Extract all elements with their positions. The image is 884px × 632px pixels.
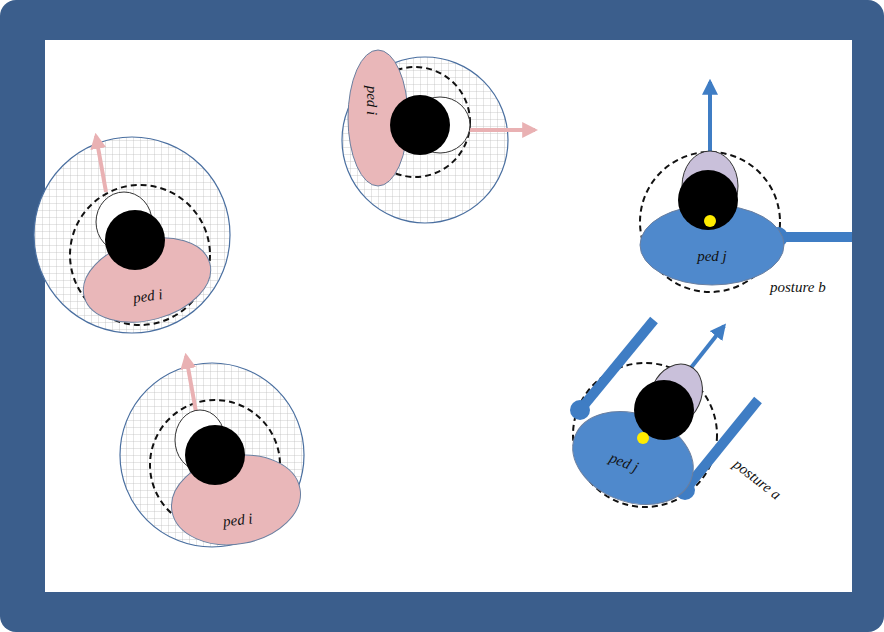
pedestrian-body: ped i (171, 456, 301, 544)
pedestrian-body: ped i (82, 240, 212, 320)
head (390, 95, 450, 155)
pedestrian-body: ped j (571, 414, 695, 502)
head (105, 210, 165, 270)
head (637, 432, 649, 444)
floor (45, 40, 852, 592)
direction-arrow (96, 136, 106, 192)
pedestrian-label: ped j (697, 249, 727, 264)
hand-dot (570, 400, 590, 420)
arm-bar (778, 232, 852, 242)
pedestrian-label: ped i (223, 511, 254, 529)
body-ellipse (348, 50, 408, 186)
head (185, 425, 245, 485)
head (704, 215, 716, 227)
body-ellipse (171, 456, 301, 544)
head (678, 170, 738, 230)
body-ellipse (640, 205, 784, 285)
pedestrian-label: ped i (364, 85, 379, 115)
direction-arrow (708, 82, 712, 152)
pedestrian-body: ped j (640, 205, 784, 285)
direction-arrow (186, 356, 196, 412)
pedestrian-body: ped i (348, 50, 408, 186)
body-ellipse (82, 240, 212, 320)
posture-label: posture b (770, 280, 826, 295)
head (634, 380, 694, 440)
body-ellipse (640, 205, 784, 285)
direction-arrow (462, 128, 535, 132)
